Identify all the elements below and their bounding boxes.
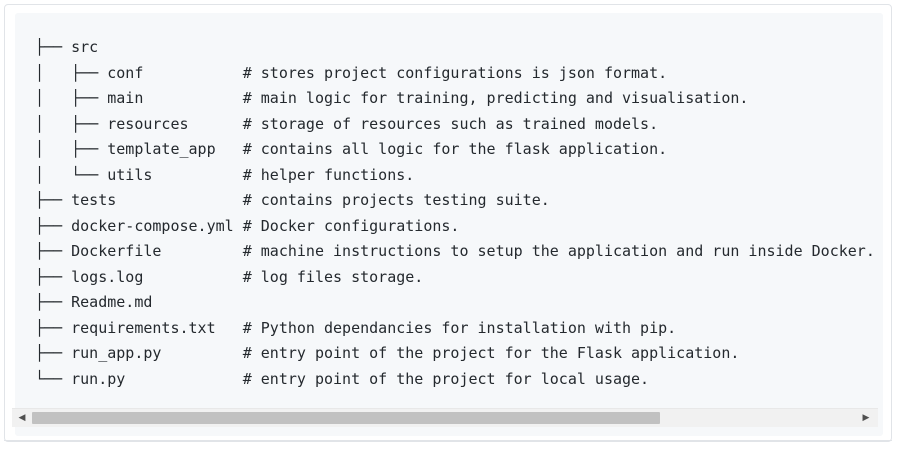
tree-line: │ └── utils # helper functions. (35, 165, 415, 184)
code-viewport: ├── src │ ├── conf # stores project confi… (35, 35, 875, 392)
tree-line: ├── Dockerfile # machine instructions to… (35, 242, 875, 260)
code-block: ├── src │ ├── conf # stores project confi… (15, 13, 883, 436)
tree-line: │ ├── conf # stores project configuratio… (35, 63, 668, 82)
scroll-right-arrow-icon[interactable]: ▶ (862, 413, 870, 423)
directory-tree: ├── src │ ├── conf # stores project confi… (35, 35, 875, 392)
tree-line: │ ├── resources # storage of resources s… (35, 114, 659, 133)
tree-line: ├── requirements.txt # Python dependanci… (35, 318, 677, 337)
tree-line: ├── run_app.py # entry point of the proj… (35, 344, 740, 362)
tree-line: ├── tests # contains projects testing su… (35, 191, 550, 209)
horizontal-scrollbar[interactable]: ◀ ▶ (12, 408, 878, 427)
tree-line: │ ├── template_app # contains all logic … (35, 140, 668, 158)
tree-line: ├── docker-compose.yml # Docker configur… (35, 216, 460, 235)
tree-line: ├── logs.log # log files storage. (35, 267, 424, 286)
tree-line: ├── src (35, 38, 99, 56)
tree-line: └── run.py # entry point of the project … (35, 369, 650, 388)
scroll-thumb[interactable] (32, 412, 660, 424)
code-frame: ├── src │ ├── conf # stores project confi… (4, 4, 892, 442)
tree-line: │ ├── main # main logic for training, pr… (35, 89, 749, 107)
tree-line: ├── Readme.md (35, 293, 153, 311)
divider (4, 440, 892, 441)
scroll-left-arrow-icon[interactable]: ◀ (18, 413, 26, 423)
